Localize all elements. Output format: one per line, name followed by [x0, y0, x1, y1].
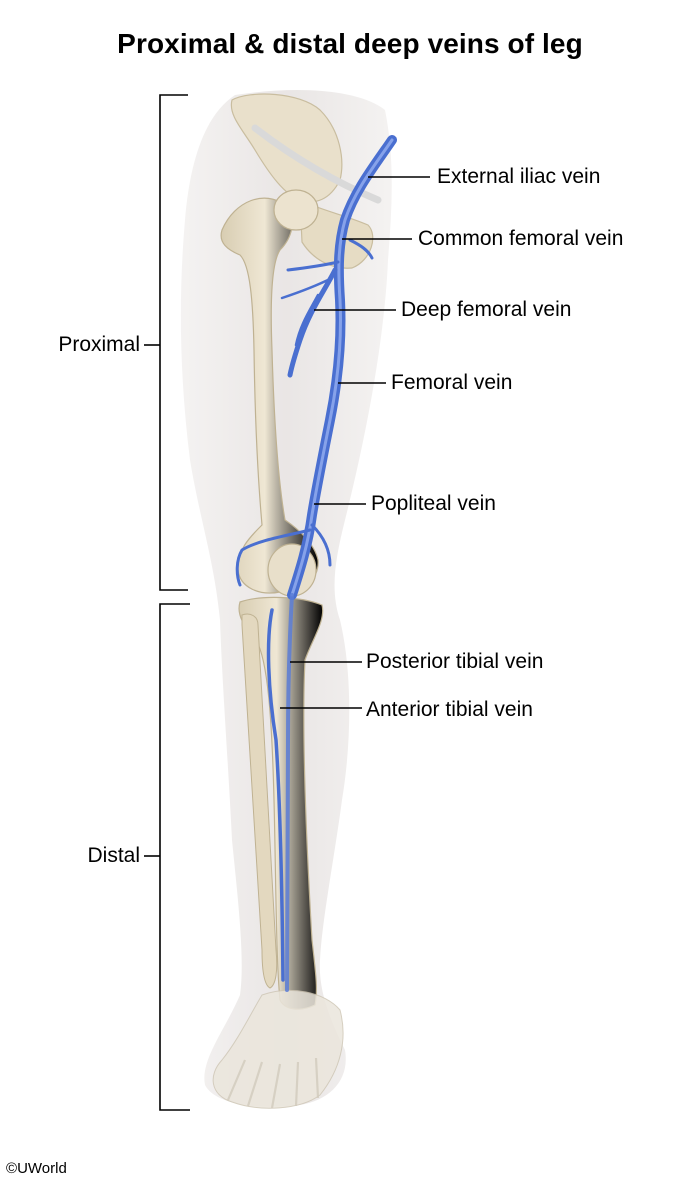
section-label-distal: Distal: [87, 844, 140, 867]
pelvis-ramus: [299, 199, 374, 269]
label-anterior-tibial-vein: Anterior tibial vein: [366, 698, 533, 721]
posterior-tibial-vein-path: [285, 593, 294, 992]
deep-femoral-branch: [287, 267, 338, 378]
label-femoral-vein: Femoral vein: [391, 371, 513, 394]
toe-bones: [226, 1057, 320, 1109]
distal-bracket: [144, 603, 190, 1111]
fibula-bone: [241, 613, 278, 989]
label-posterior-tibial-vein: Posterior tibial vein: [366, 650, 544, 673]
figure-title: Proximal & distal deep veins of leg: [117, 28, 583, 59]
label-common-femoral-vein: Common femoral vein: [418, 227, 624, 250]
genicular-branches: [235, 528, 312, 587]
section-label-proximal: Proximal: [58, 333, 140, 356]
copyright-symbol: ©: [6, 1160, 18, 1177]
copyright-notice: ©UWorld: [6, 1160, 67, 1178]
label-external-iliac-vein: External iliac vein: [437, 165, 601, 188]
deep-vein-system: [235, 135, 397, 992]
label-deep-femoral-vein: Deep femoral vein: [401, 298, 572, 321]
femoral-head: [273, 189, 319, 231]
copyright-text: UWorld: [17, 1160, 67, 1177]
proximal-bracket: [144, 94, 188, 591]
label-popliteal-vein: Popliteal vein: [371, 492, 496, 515]
leader-lines: [280, 176, 430, 709]
anterior-tibial-vein-path: [266, 608, 285, 982]
foot-bones: [212, 989, 344, 1109]
